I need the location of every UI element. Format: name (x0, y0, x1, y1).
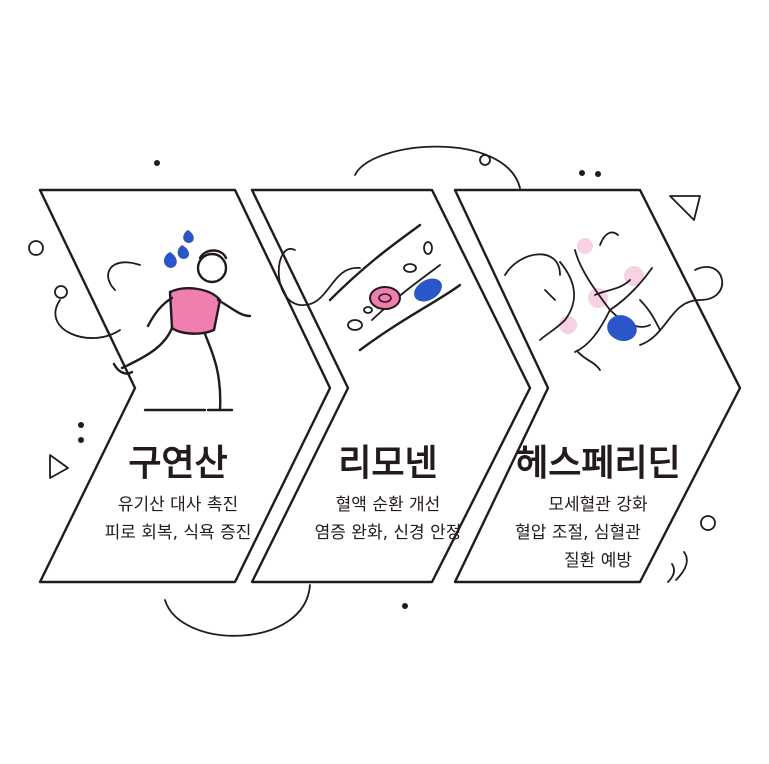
panel-2-title: 리모넨 (338, 443, 437, 484)
panel-1-text: 구연산 유기산 대사 촉진 피로 회복, 식욕 증진 (105, 443, 252, 543)
blood-vessel-illustration (328, 223, 462, 352)
chevron-panel-1 (38, 188, 332, 584)
running-person-illustration (112, 230, 252, 412)
panel-3-line-3: 질환 예방 (564, 551, 632, 571)
panel-3-text: 헤스페리딘 모세혈관 강화 혈압 조절, 심혈관 질환 예방 (515, 443, 681, 571)
chevron-panel-2 (250, 188, 532, 584)
panel-1-title: 구연산 (128, 443, 227, 484)
panel-1-line-2: 피로 회복, 식욕 증진 (105, 523, 252, 543)
capillary-network-illustration (539, 231, 661, 371)
panel-2-line-2: 염증 완화, 신경 안정 (315, 523, 462, 543)
decorative-doodles (28, 145, 724, 637)
chevron-panel-3 (453, 188, 742, 584)
panel-2-text: 리모넨 혈액 순환 개선 염증 완화, 신경 안정 (315, 443, 462, 543)
chevron-panels (38, 188, 742, 584)
panel-3-title: 헤스페리딘 (515, 443, 681, 484)
panel-2-line-1: 혈액 순환 개선 (336, 495, 441, 515)
panel-3-line-2: 혈압 조절, 심혈관 (515, 523, 641, 543)
panel-3-line-1: 모세혈관 강화 (548, 495, 648, 515)
panel-1-line-1: 유기산 대사 촉진 (118, 495, 238, 515)
